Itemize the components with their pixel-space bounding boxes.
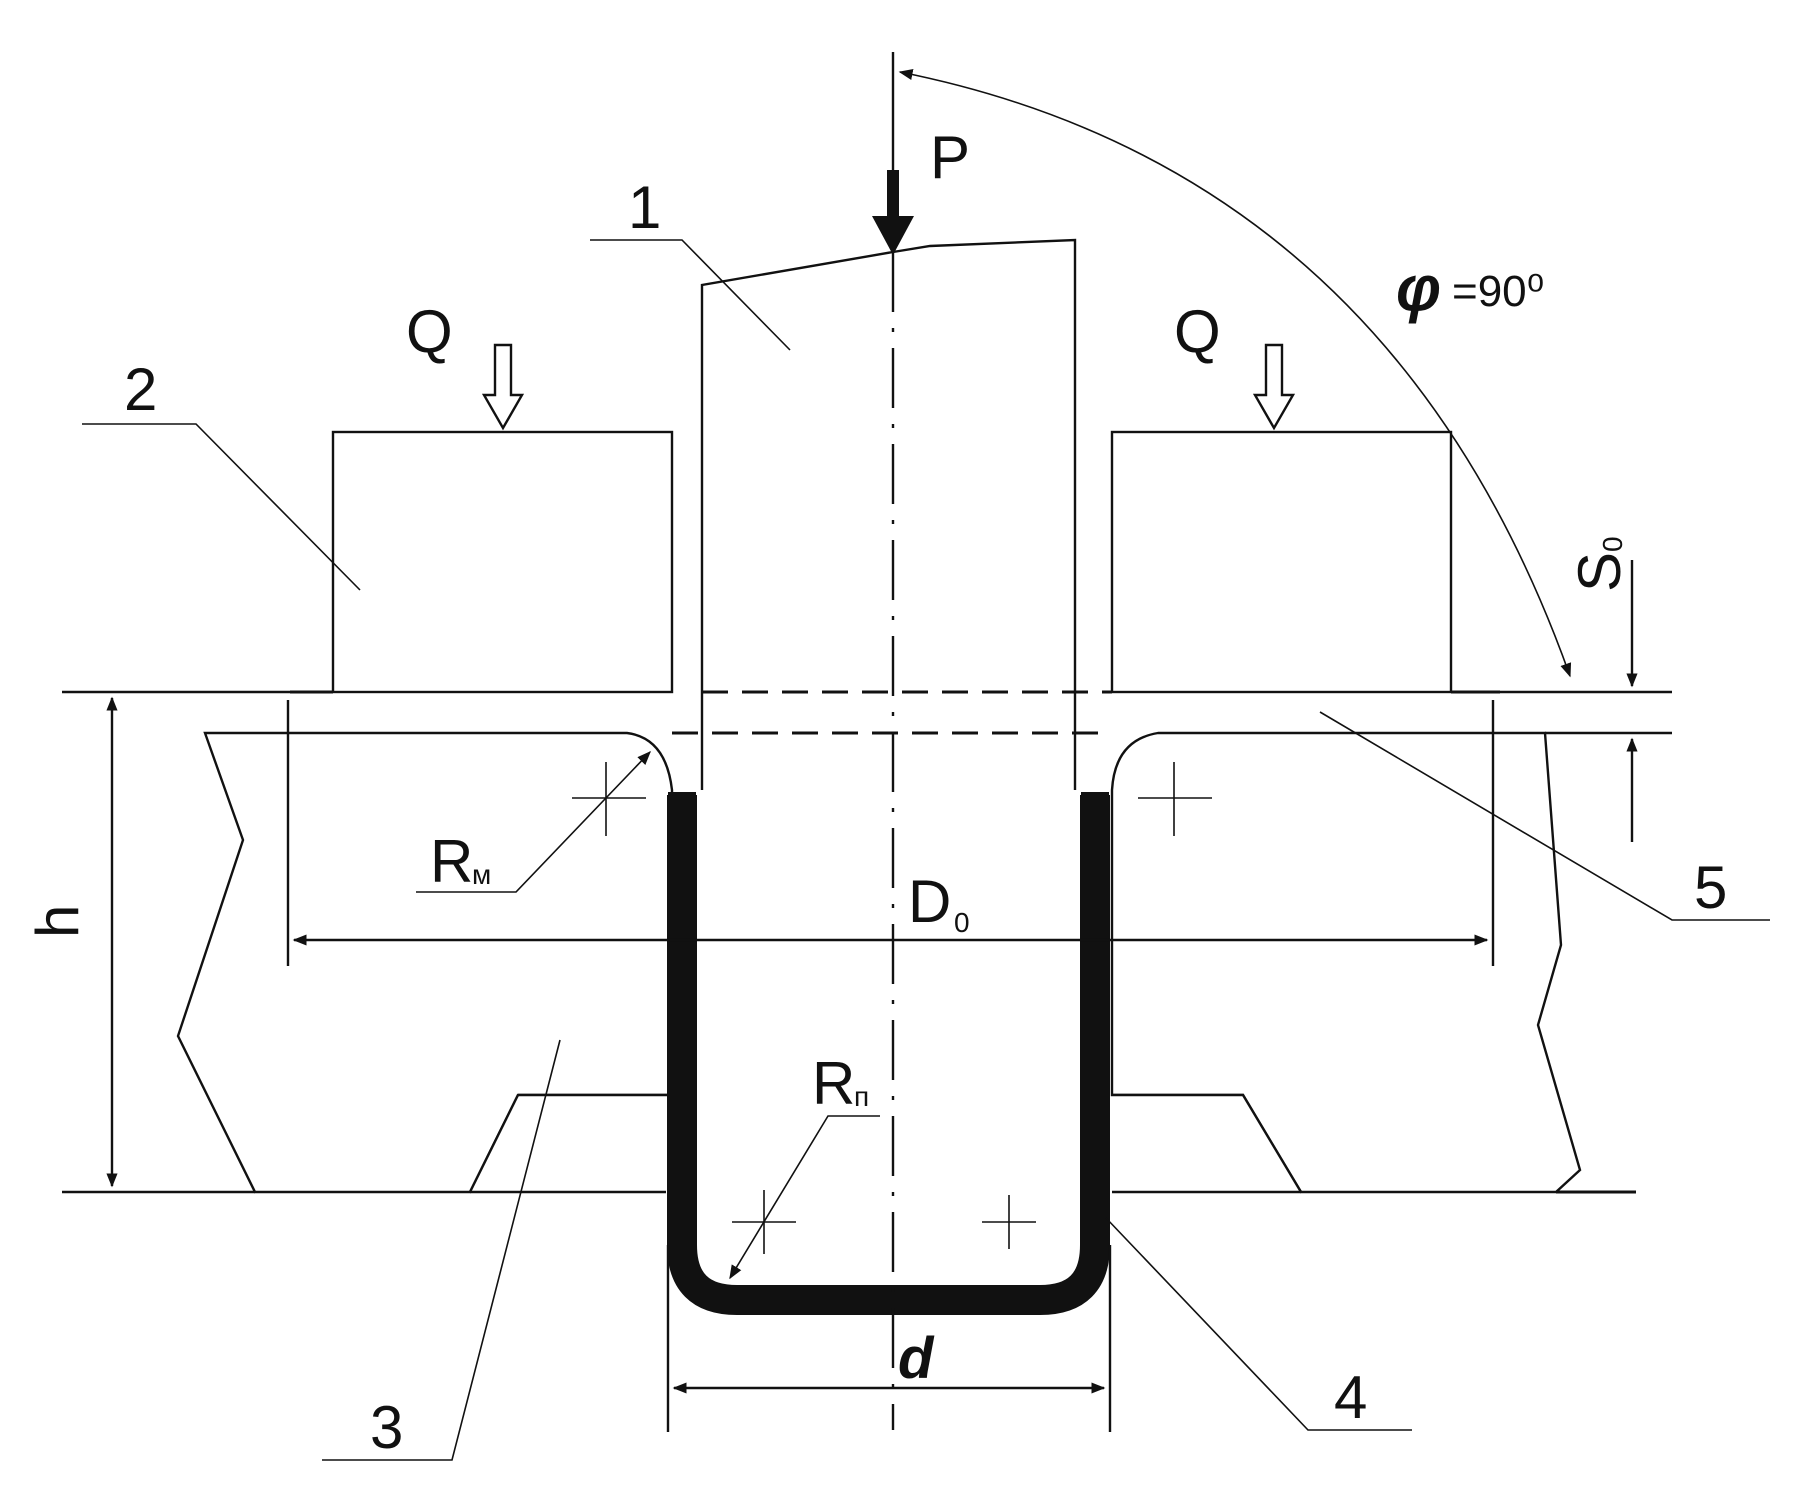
dimension-d [666, 1245, 1112, 1432]
die-right [1110, 731, 1582, 1194]
callout-2: 2 [124, 356, 157, 423]
blank-holder-left [331, 430, 674, 694]
punch-radius-leader [729, 1115, 880, 1280]
label-blank-thickness: S [1566, 552, 1633, 592]
label-die-radius-sub: м [472, 859, 491, 890]
drawn-cup [667, 792, 1110, 1315]
die-radius-center-right [1138, 762, 1212, 836]
label-blank-diameter: D [908, 868, 951, 935]
label-force-p: P [930, 124, 970, 191]
force-q-arrow-left [481, 343, 525, 431]
callout-leader-2 [82, 423, 361, 591]
callout-leader-1 [590, 239, 791, 351]
label-cup-diameter: d [898, 1326, 935, 1391]
callout-leader-4 [1105, 1217, 1412, 1431]
label-punch-radius-sub: п [854, 1081, 869, 1112]
callout-5: 5 [1694, 854, 1727, 921]
label-force-q-right: Q [1174, 298, 1221, 365]
label-blank-thickness-sub: 0 [1597, 536, 1628, 552]
punch-radius-center-right [982, 1195, 1036, 1249]
callout-1: 1 [628, 174, 661, 241]
force-q-arrow-right [1252, 343, 1296, 431]
label-height: h [24, 905, 91, 938]
punch [700, 238, 1077, 1280]
force-p-arrow [872, 170, 914, 255]
angle-arc [891, 52, 1572, 678]
dimension-d0 [286, 700, 1495, 966]
label-die-radius: R [430, 828, 473, 895]
initial-blank [290, 690, 1500, 735]
die-radius-center-left [572, 762, 646, 836]
callout-4: 4 [1334, 1364, 1367, 1431]
callout-leader-5 [1319, 711, 1770, 921]
label-angle-symbol: φ [1396, 252, 1441, 324]
callout-leader-3 [322, 1039, 561, 1461]
label-punch-radius: R [812, 1050, 855, 1117]
die-left [176, 731, 674, 1194]
label-blank-diameter-sub: 0 [954, 907, 970, 938]
label-force-q-left: Q [406, 298, 453, 365]
die-radius-leader [416, 750, 651, 893]
blank-holder-right [1110, 430, 1453, 694]
callout-3: 3 [370, 1394, 403, 1461]
label-angle-value: =90⁰ [1452, 267, 1544, 316]
